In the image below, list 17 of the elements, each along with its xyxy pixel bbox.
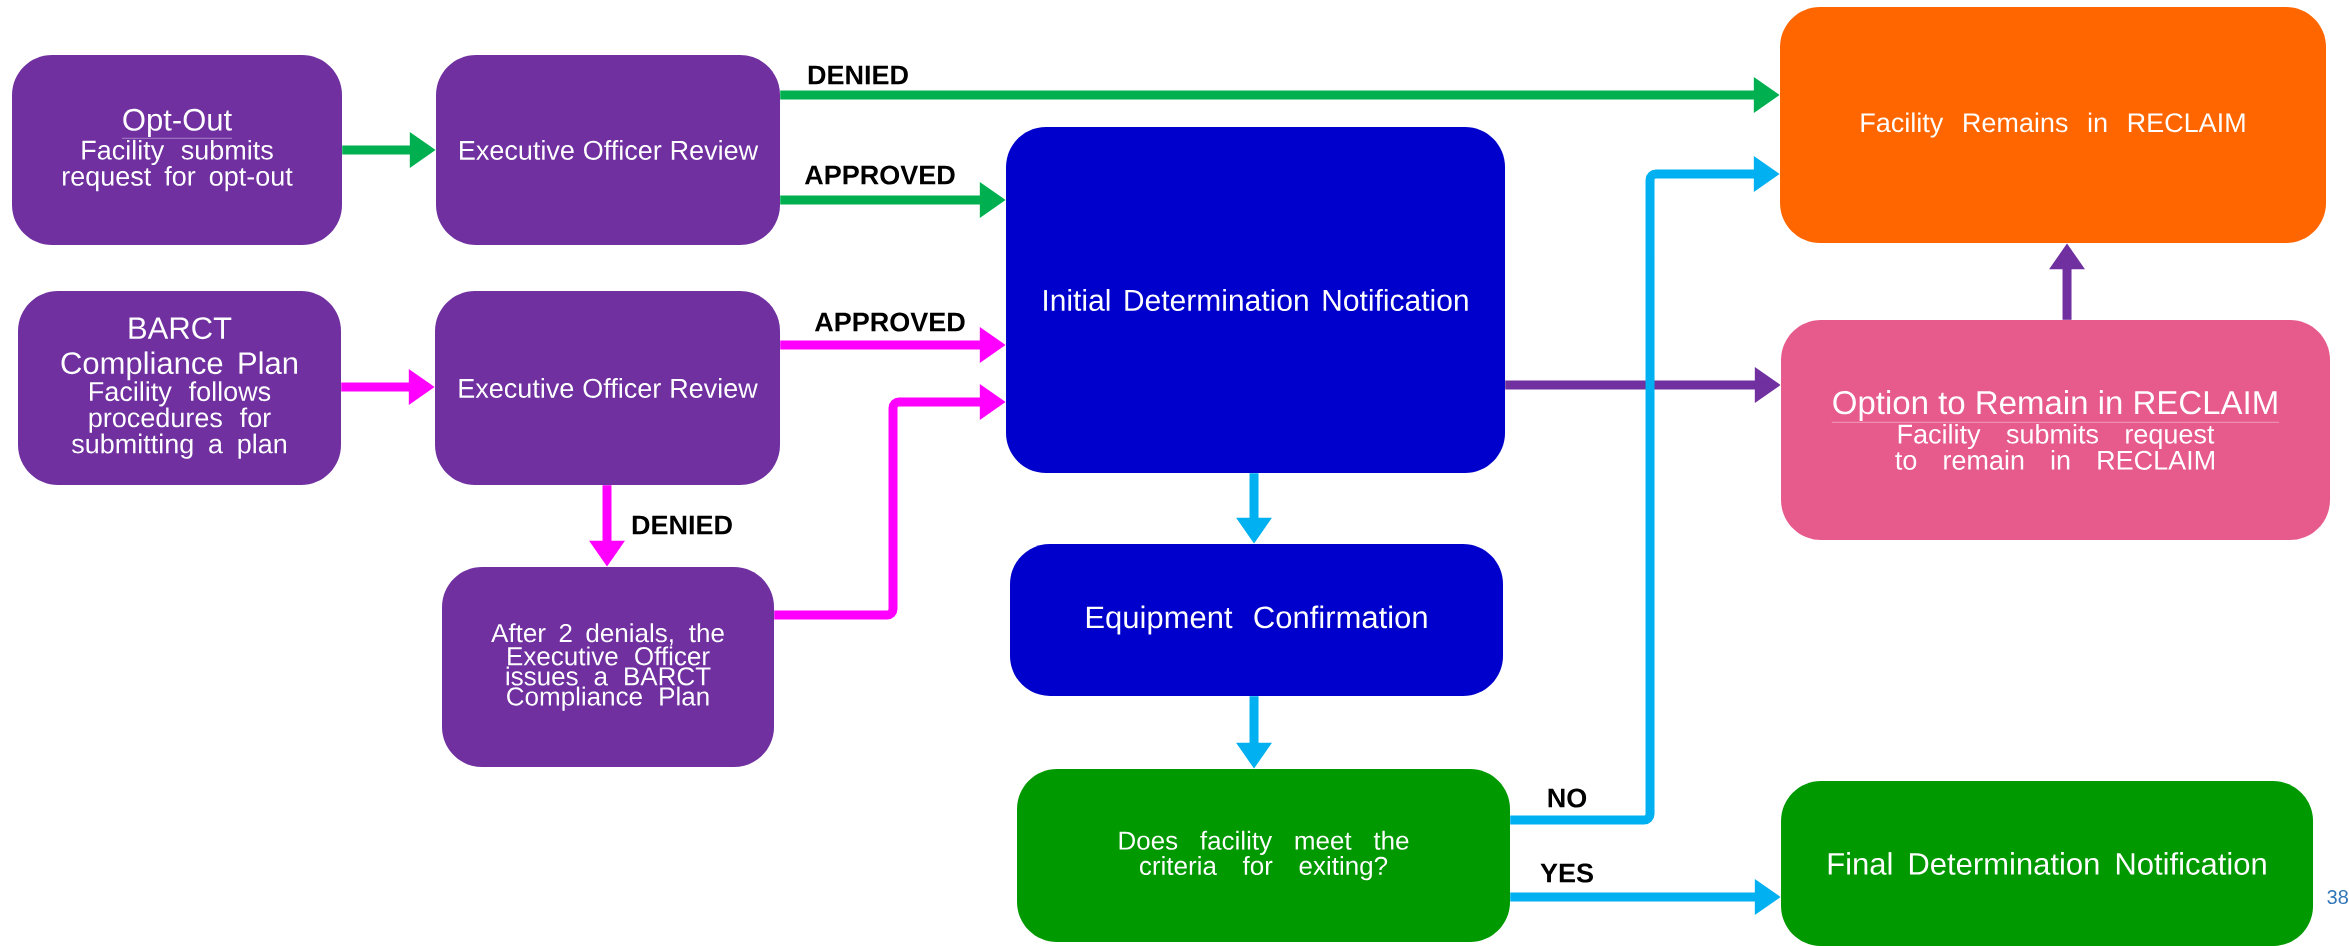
process-box: Equipment Confirmation [1010, 544, 1503, 696]
edge-label: YES [1540, 863, 1593, 883]
edge-label: NO [1548, 788, 1587, 808]
edge-label: DENIED [632, 515, 732, 535]
process-box: Opt-Out Facility submits request for opt-out [12, 55, 342, 245]
decision-box: Does facility meet the criteria for exiting? [1017, 769, 1510, 942]
process-box: Executive Officer Review [435, 291, 780, 485]
edge-label: APPROVED [804, 165, 955, 185]
edge-label: DENIED [808, 65, 908, 85]
process-box: BARCT Compliance Plan Facility follows procedures for submitting a plan [18, 291, 341, 485]
outcome-box: Facility Remains in RECLAIM [1780, 7, 2327, 243]
edge-label: APPROVED [814, 312, 965, 332]
outcome-box: Final Determination Notification [1781, 781, 2314, 946]
process-box: Option to Remain in RECLAIM Facility submits request to remain in RECLAIM [1781, 320, 2331, 540]
process-box: After 2 denials, the Executive Officer issues a BARCT Compliance Plan [442, 567, 774, 767]
process-box: Executive Officer Review [436, 55, 780, 245]
process-box: Initial Determination Notification [1006, 127, 1505, 473]
